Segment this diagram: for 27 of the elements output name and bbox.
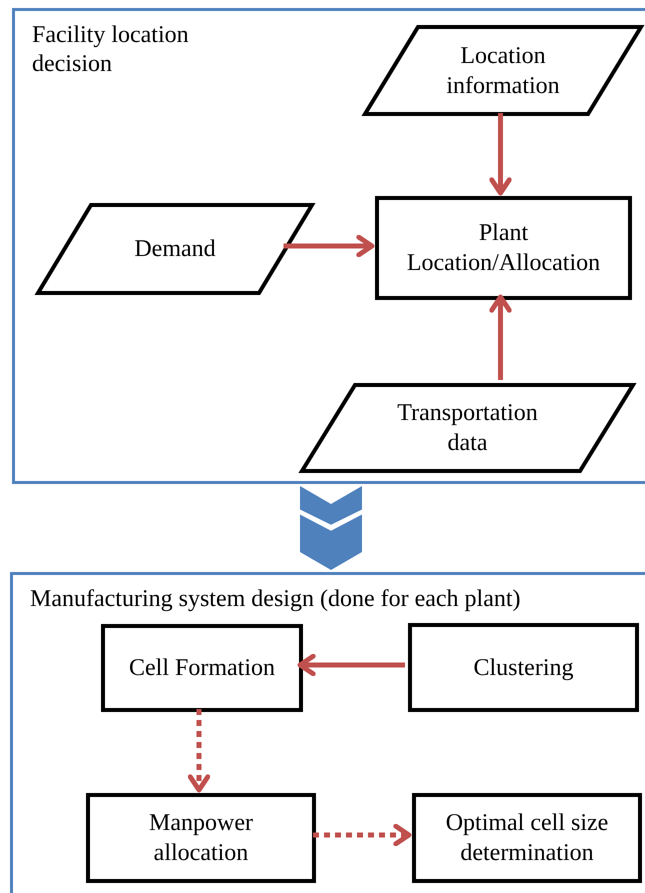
arrow <box>284 234 374 258</box>
node-label: Optimal cell size determination <box>444 809 610 868</box>
data-parallelogram <box>363 25 643 116</box>
arrow <box>489 113 512 196</box>
node-label: Transportation data <box>396 399 539 458</box>
node-label: Plant Location/Allocation <box>406 219 602 278</box>
node-label: Cell Formation <box>129 654 275 683</box>
section-panel <box>10 572 645 893</box>
dashed-arrow <box>188 709 210 792</box>
node-label: Location information <box>445 42 561 100</box>
data-parallelogram <box>300 383 635 473</box>
node-label: Clustering <box>474 654 574 682</box>
panel-title: Facility location decision <box>32 21 190 79</box>
process-box <box>86 793 316 883</box>
process-box <box>375 196 632 300</box>
dashed-arrow <box>313 824 412 846</box>
node-label: Manpower allocation <box>148 809 254 868</box>
node-label: Demand <box>134 235 216 264</box>
process-box <box>101 624 303 712</box>
data-parallelogram <box>36 203 314 295</box>
section-panel <box>12 8 645 484</box>
double-chevron-arrow <box>300 486 362 570</box>
panel-title: Manufacturing system design (done for each plant) <box>30 585 521 614</box>
process-box <box>408 623 639 712</box>
arrow <box>489 294 512 380</box>
arrow <box>298 654 405 676</box>
process-box <box>412 793 642 883</box>
